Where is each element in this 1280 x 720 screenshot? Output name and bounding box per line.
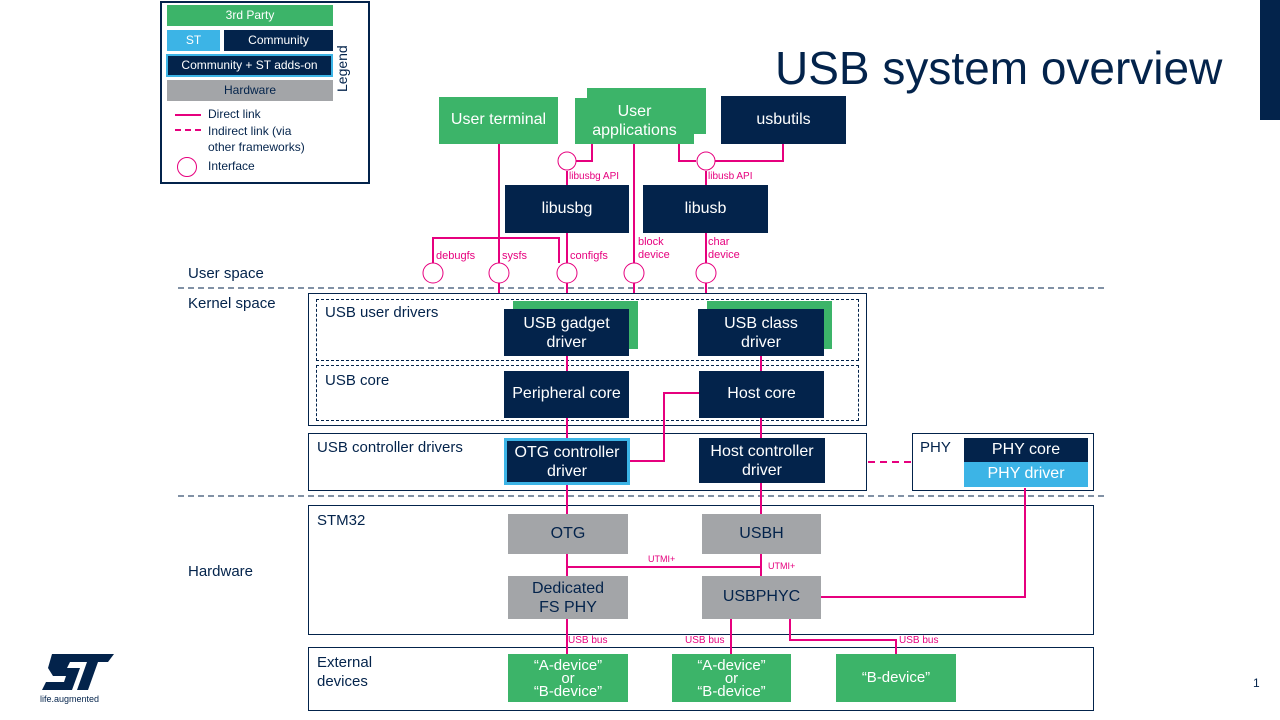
host-controller-driver-box: Host controller driver bbox=[699, 438, 825, 483]
usb-user-drivers-label: USB user drivers bbox=[325, 304, 439, 321]
libusb-api-interface bbox=[696, 151, 716, 171]
legend-indirect-link-line bbox=[175, 129, 201, 131]
usbh-box: USBH bbox=[702, 514, 821, 554]
utmi-label-2: UTMI+ bbox=[768, 561, 796, 571]
usb-bus-label-2: USB bus bbox=[685, 635, 725, 646]
usbphyc-box: USBPHYC bbox=[702, 576, 821, 619]
link-otg-driver-host-core bbox=[629, 392, 699, 462]
usb-bus-label-3: USB bus bbox=[899, 635, 939, 646]
st-logo-tagline: life.augmented bbox=[40, 694, 100, 704]
char-device-interface bbox=[695, 262, 717, 284]
char-device-label: char device bbox=[708, 236, 740, 261]
debugfs-interface bbox=[422, 262, 444, 284]
libusb-api-label: libusb API bbox=[708, 171, 753, 182]
block-device-interface bbox=[623, 262, 645, 284]
external-device-2: “A-device” or “B-device” bbox=[672, 654, 791, 702]
sysfs-label: sysfs bbox=[502, 250, 528, 262]
phy-label: PHY bbox=[920, 439, 951, 456]
usbutils-box: usbutils bbox=[721, 96, 846, 144]
configfs-interface bbox=[556, 262, 578, 284]
external-devices-frame bbox=[308, 647, 1094, 711]
stm32-frame bbox=[308, 505, 1094, 635]
libusbg-api-label: libusbg API bbox=[569, 171, 620, 182]
zone-hardware: Hardware bbox=[188, 563, 254, 580]
legend-interface-circle bbox=[177, 157, 197, 177]
st-logo: life.augmented bbox=[40, 654, 116, 706]
host-core-box: Host core bbox=[699, 371, 824, 418]
legend-community: Community bbox=[224, 30, 333, 51]
phy-core-box: PHY core bbox=[964, 438, 1088, 462]
st-logo-mark bbox=[42, 654, 114, 690]
page-number: 1 bbox=[1253, 676, 1260, 690]
usb-controller-drivers-label: USB controller drivers bbox=[317, 439, 463, 456]
link-apps-libusbg-api bbox=[576, 143, 593, 162]
usb-controller-drivers-frame bbox=[308, 433, 867, 491]
usb-bus-label-1: USB bus bbox=[568, 635, 608, 646]
peripheral-core-box: Peripheral core bbox=[504, 371, 629, 418]
link-usbphyc-device3 bbox=[789, 619, 897, 654]
legend-interface-label: Interface bbox=[208, 159, 255, 173]
link-phydriver-usbphyc bbox=[821, 488, 1026, 598]
zone-kernel-space: Kernel space bbox=[188, 295, 276, 312]
stm32-label: STM32 bbox=[317, 512, 366, 529]
link-debugfs-configfs bbox=[432, 237, 560, 263]
phy-driver-box: PHY driver bbox=[964, 462, 1088, 487]
legend-community-st: Community + ST adds-on bbox=[166, 54, 333, 77]
otg-controller-driver-box: OTG controller driver bbox=[504, 438, 630, 485]
legend-hardware: Hardware bbox=[167, 80, 333, 101]
libusb-box: libusb bbox=[643, 185, 768, 233]
dedicated-fs-phy-box: Dedicated FS PHY bbox=[508, 576, 628, 619]
libusbg-api-interface bbox=[557, 151, 577, 171]
user-applications-box: User applications bbox=[575, 98, 694, 144]
zone-separators bbox=[178, 287, 1104, 497]
legend-direct-link-label: Direct link bbox=[208, 107, 261, 121]
block-device-label: block device bbox=[638, 236, 670, 261]
external-device-3: “B-device” bbox=[836, 654, 956, 702]
utmi-label-1: UTMI+ bbox=[648, 554, 676, 564]
legend-st: ST bbox=[167, 30, 220, 51]
usb-core-label: USB core bbox=[325, 372, 390, 389]
phy-frame bbox=[912, 433, 1094, 491]
debugfs-label: debugfs bbox=[436, 250, 476, 262]
legend-indirect-link-label: Indirect link (via other frameworks) bbox=[208, 124, 305, 154]
title-accent-bar bbox=[1260, 0, 1280, 120]
sysfs-interface bbox=[488, 262, 510, 284]
usb-core-frame bbox=[316, 365, 859, 421]
external-devices-label: External devices bbox=[317, 654, 373, 690]
usb-gadget-driver-box: USB gadget driver bbox=[504, 309, 629, 356]
usb-class-driver-box: USB class driver bbox=[698, 309, 824, 356]
kernel-frame bbox=[308, 293, 867, 426]
libusbg-box: libusbg bbox=[505, 185, 629, 233]
zone-user-space: User space bbox=[188, 265, 264, 282]
legend-third-party: 3rd Party bbox=[167, 5, 333, 26]
otg-box: OTG bbox=[508, 514, 628, 554]
link-usbutils-libusb-api bbox=[715, 143, 784, 162]
user-terminal-box: User terminal bbox=[439, 97, 558, 144]
legend-direct-link-line bbox=[175, 114, 201, 116]
page-title: USB system overview bbox=[775, 42, 1223, 94]
configfs-label: configfs bbox=[570, 250, 608, 262]
external-device-1: “A-device” or “B-device” bbox=[508, 654, 628, 702]
usb-user-drivers-frame bbox=[316, 299, 859, 361]
link-apps-libusb-api bbox=[678, 140, 696, 162]
interface-circles bbox=[422, 151, 717, 284]
